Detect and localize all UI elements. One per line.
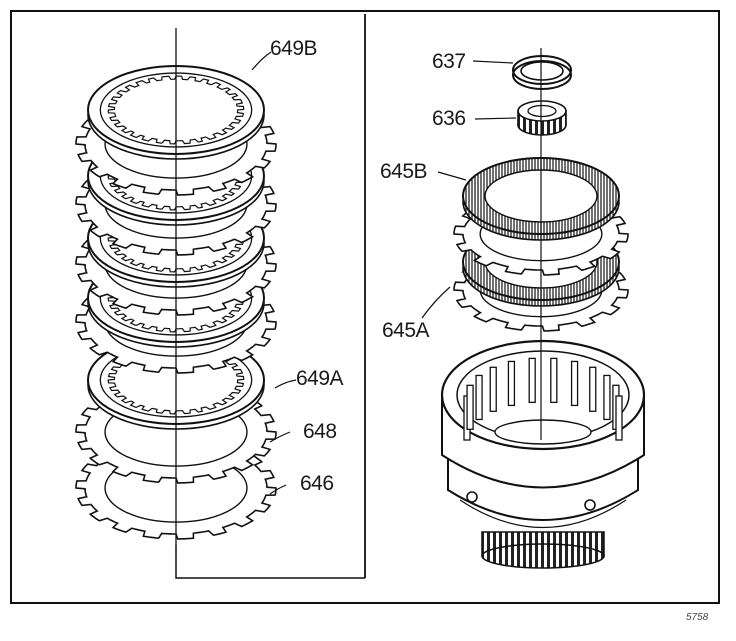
label-646: 646 <box>300 472 334 495</box>
housing-slot <box>603 374 611 421</box>
label-636: 636 <box>432 107 466 130</box>
label-645a: 645A <box>382 319 430 342</box>
label-637: 637 <box>432 50 466 73</box>
housing-slot <box>475 374 483 421</box>
leader-lines <box>251 51 517 495</box>
bearing-636 <box>517 100 567 136</box>
outer-frame <box>10 10 720 604</box>
thrust-washer-637 <box>512 55 572 90</box>
clutch-housing <box>440 339 646 569</box>
housing-slot <box>589 366 597 412</box>
label-649b: 649B <box>270 37 318 60</box>
housing-slot <box>570 360 579 407</box>
housing-slot <box>550 357 558 404</box>
housing-slot <box>507 360 516 407</box>
housing-slot <box>489 366 497 412</box>
label-649a: 649A <box>296 367 344 390</box>
assembly-bracket <box>175 545 365 579</box>
label-648: 648 <box>303 420 337 443</box>
clutch-plate-stack <box>75 28 277 545</box>
figure-number: 5758 <box>686 612 709 623</box>
label-645b: 645B <box>380 160 428 183</box>
housing-slot <box>615 395 623 441</box>
housing-slot <box>528 357 536 404</box>
clutch-housing-group <box>440 48 646 569</box>
housing-slot <box>466 384 474 430</box>
